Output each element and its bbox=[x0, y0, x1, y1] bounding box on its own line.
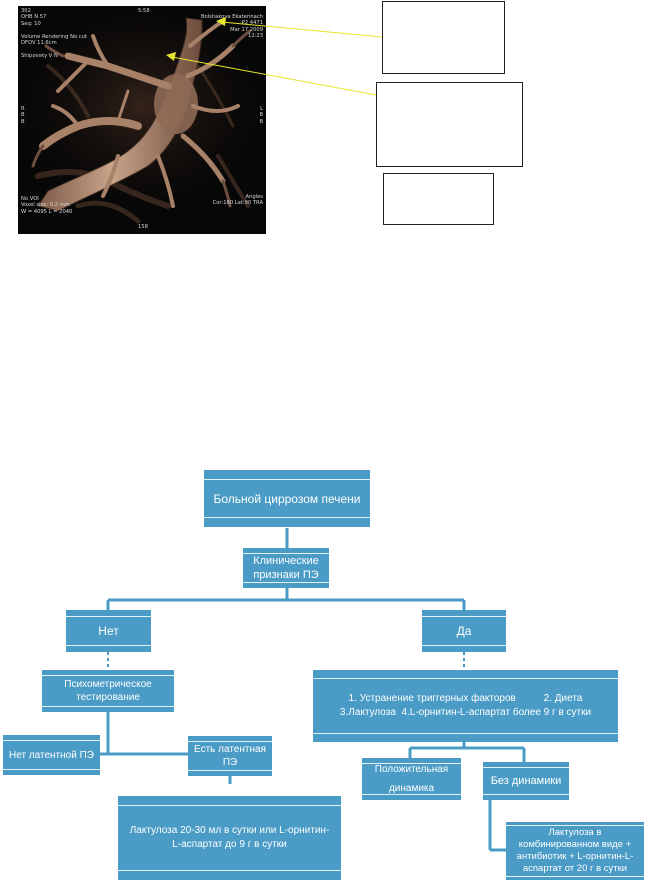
overlay-line: Cor:180 Lat:90 TRA bbox=[212, 200, 263, 207]
yes-treatment-box: 1. Устранение триггерных факторов 2. Дие… bbox=[313, 670, 618, 742]
latent-treatment-line2: L-аспартат до 9 г в сутки bbox=[172, 839, 287, 850]
latent-treatment-box: Лактулоза 20-30 мл в сутки или L-орнитин… bbox=[118, 796, 341, 880]
overlay-line: W = 4095 L = 2040 bbox=[21, 208, 73, 215]
latent-line1: Есть латентная bbox=[194, 744, 266, 755]
combined-line2: комбинированном виде + bbox=[518, 839, 632, 850]
overlay-left-markers: R B B bbox=[21, 106, 25, 125]
overlay-line: No VOI bbox=[21, 196, 39, 202]
overlay-line: Voxel size: 0.2 mm bbox=[21, 202, 70, 209]
no-dynamics-label: Без динамики bbox=[490, 775, 562, 787]
root-label: Больной циррозом печени bbox=[213, 491, 361, 506]
clinical-signs-line2: признаки ПЭ bbox=[253, 569, 319, 581]
yes-label: Да bbox=[456, 624, 472, 638]
overlay-line: 12:23 bbox=[248, 33, 263, 40]
overlay-line: DFOV 11.6cm bbox=[21, 40, 57, 47]
combined-treatment-box: Лактулоза в комбинированном виде + антиб… bbox=[506, 822, 644, 880]
combined-line4: аспартат от 20 г в сутки bbox=[522, 863, 628, 874]
overlay-line: Bolshakova Ekaterinach bbox=[200, 14, 263, 20]
overlay-bottom-center: 158 bbox=[138, 224, 148, 230]
overlay-line: B bbox=[21, 118, 25, 125]
overlay-line: B bbox=[21, 112, 25, 119]
no-box: Нет bbox=[66, 610, 151, 652]
overlay-line: 302 bbox=[21, 8, 31, 14]
overlay-line: B bbox=[259, 112, 263, 119]
latent-treatment-line1: Лактулоза 20-30 мл в сутки или L-орнитин… bbox=[129, 825, 330, 836]
overlay-right-markers: L B B bbox=[259, 106, 263, 125]
combined-line3: антибиотик + L-орнитин-L- bbox=[516, 851, 634, 862]
overlay-top-center: 5:58 bbox=[138, 8, 150, 14]
yes-treatment-line2: 3.Лактулоза 4.L-орнитин-L-аспартат более… bbox=[339, 707, 592, 718]
overlay-line: Angles bbox=[245, 194, 263, 200]
angiography-image: 302 OHB N 57 Seq: 10 Volume Rendering No… bbox=[18, 6, 266, 234]
psychometric-line1: Психометрическое bbox=[64, 679, 152, 690]
positive-dynamics-line2: динамика bbox=[388, 783, 435, 794]
overlay-line: Shipovsky V N bbox=[21, 52, 58, 59]
callout-box-2 bbox=[376, 82, 523, 167]
psychometric-line2: тестирование bbox=[76, 692, 140, 703]
overlay-line: L bbox=[260, 106, 263, 112]
yes-box: Да bbox=[422, 610, 506, 652]
overlay-bottom-right: Angles Cor:180 Lat:90 TRA bbox=[213, 194, 263, 207]
vessel-rendering bbox=[18, 6, 266, 234]
clinical-signs-line1: Клинические bbox=[253, 555, 319, 567]
overlay-bottom-left: No VOI Voxel size: 0.2 mm W = 4095 L = 2… bbox=[21, 196, 72, 215]
callout-box-3 bbox=[383, 173, 494, 225]
overlay-line: Volume Rendering No cut bbox=[21, 33, 87, 40]
latent-line2: ПЭ bbox=[222, 757, 238, 768]
positive-dynamics-line1: Положительная bbox=[374, 764, 449, 775]
yes-treatment-line1: 1. Устранение триггерных факторов 2. Дие… bbox=[348, 693, 583, 704]
root-box: Больной циррозом печени bbox=[204, 470, 370, 527]
combined-line1: Лактулоза в bbox=[548, 827, 602, 838]
clinical-signs-box: Клинические признаки ПЭ bbox=[243, 548, 329, 588]
no-latent-label: Нет латентной ПЭ bbox=[9, 749, 94, 761]
latent-box: Есть латентная ПЭ bbox=[188, 736, 272, 776]
overlay-line: Seq: 10 bbox=[21, 20, 41, 27]
overlay-line: OHB N 57 bbox=[21, 14, 47, 21]
overlay-top-left: 302 OHB N 57 Seq: 10 Volume Rendering No… bbox=[21, 8, 87, 59]
overlay-line: B bbox=[259, 118, 263, 125]
psychometric-box: Психометрическое тестирование bbox=[42, 670, 174, 712]
callout-box-1 bbox=[382, 1, 505, 74]
no-dynamics-box: Без динамики bbox=[483, 762, 569, 800]
positive-dynamics-box: Положительная динамика bbox=[362, 758, 461, 800]
overlay-line: R bbox=[21, 106, 25, 112]
overlay-top-right: Bolshakova Ekaterinach P2 4471 Mar 17 20… bbox=[201, 14, 263, 40]
no-label: Нет bbox=[98, 624, 119, 638]
no-latent-box: Нет латентной ПЭ bbox=[3, 735, 100, 775]
